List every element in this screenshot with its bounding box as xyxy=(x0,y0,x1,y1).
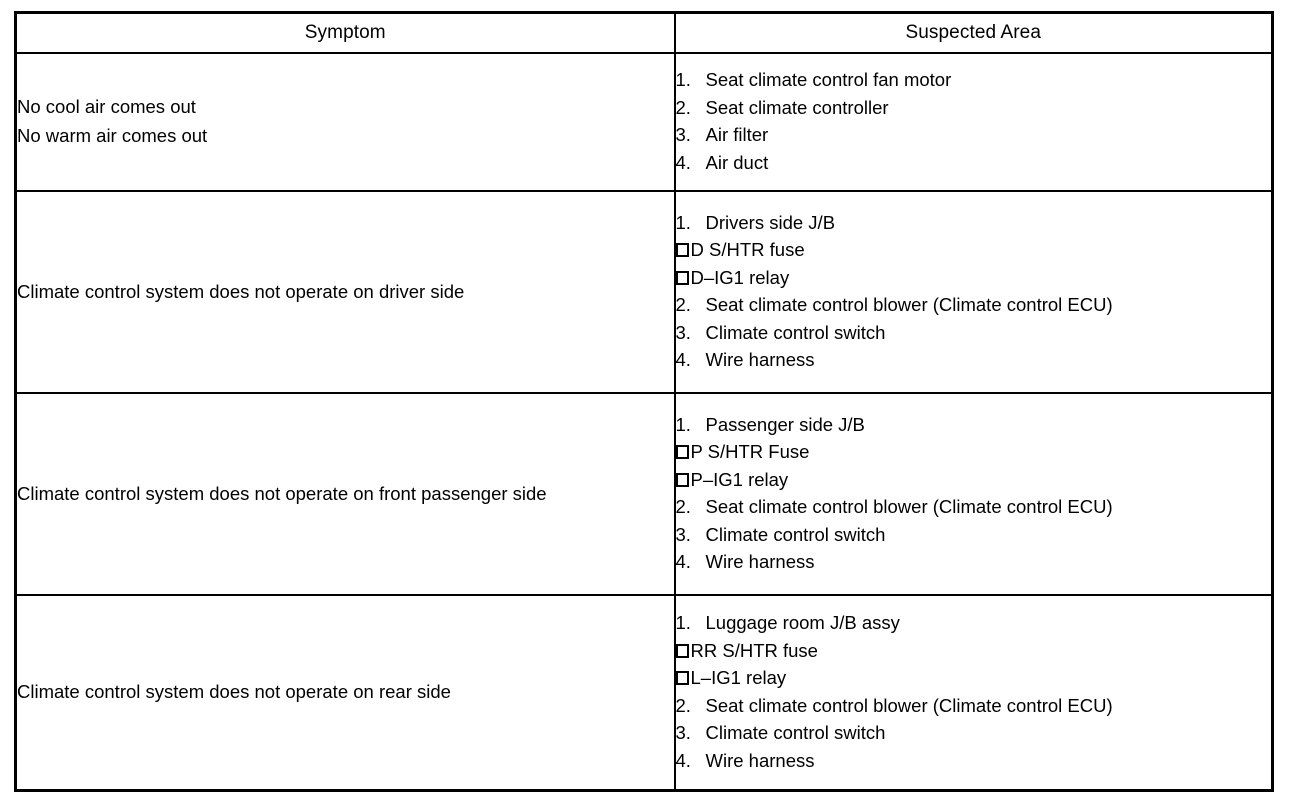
item-text: Air duct xyxy=(705,151,769,173)
suspected-area-cell: 1. Luggage room J/B assy RR S/HTR fuse L… xyxy=(673,594,1274,792)
item-text: Passenger side J/B xyxy=(705,413,865,435)
symptom-line: Climate control system does not operate … xyxy=(17,482,547,504)
list-item: D–IG1 relay xyxy=(675,265,1272,293)
item-text: Climate control switch xyxy=(705,321,886,343)
suspected-area-cell: 1. Seat climate control fan motor 2. Sea… xyxy=(673,52,1274,192)
list-item: 4. Air duct xyxy=(676,150,1272,178)
item-marker: 2. xyxy=(675,694,691,716)
symptom-suspected-area-table: Symptom Suspected Area No cool air comes… xyxy=(14,11,1274,792)
missing-glyph-box-icon xyxy=(675,470,691,489)
table-row: Climate control system does not operate … xyxy=(14,594,1274,792)
item-text: Seat climate control fan motor xyxy=(705,69,952,90)
table-row: Climate control system does not operate … xyxy=(14,392,1274,596)
item-text: Seat climate control blower (Climate con… xyxy=(705,694,1113,716)
item-marker: 4. xyxy=(675,349,691,370)
missing-glyph-box-icon xyxy=(675,268,691,287)
item-text: Luggage room J/B assy xyxy=(705,612,900,633)
suspected-area-list: 1. Passenger side J/B P S/HTR Fuse P–IG1… xyxy=(675,412,1272,577)
item-text: P S/HTR Fuse xyxy=(690,441,810,462)
item-marker: 3. xyxy=(675,321,691,343)
item-marker: 1. xyxy=(675,612,691,633)
symptom-line: No warm air comes out xyxy=(17,125,208,146)
item-text: Drivers side J/B xyxy=(705,211,836,233)
suspected-area-cell: 1. Passenger side J/B P S/HTR Fuse P–IG1… xyxy=(673,392,1274,596)
list-item: 4. Wire harness xyxy=(676,748,1272,776)
item-marker: 3. xyxy=(675,124,691,145)
item-text: Air filter xyxy=(705,124,769,145)
item-marker: 3. xyxy=(675,722,691,743)
suspected-area-list: 1. Drivers side J/B D S/HTR fuse D–IG1 r… xyxy=(675,210,1272,375)
missing-glyph-box-icon xyxy=(675,641,691,660)
list-item: 2. Seat climate control blower (Climate … xyxy=(676,693,1272,721)
list-item: 1. Passenger side J/B xyxy=(676,412,1272,440)
item-text: Seat climate controller xyxy=(705,96,889,118)
item-text: L–IG1 relay xyxy=(690,667,787,688)
suspected-area-list: 1. Seat climate control fan motor 2. Sea… xyxy=(676,67,1272,177)
symptom-cell: Climate control system does not operate … xyxy=(14,392,676,596)
item-marker: 2. xyxy=(675,96,691,118)
missing-glyph-box-icon xyxy=(675,442,691,461)
table-row: Climate control system does not operate … xyxy=(14,190,1274,394)
item-marker: 4. xyxy=(675,749,691,771)
item-marker: 4. xyxy=(675,551,691,572)
list-item: 2. Seat climate control blower (Climate … xyxy=(676,292,1272,320)
item-text: RR S/HTR fuse xyxy=(690,639,818,661)
item-marker: 1. xyxy=(675,69,691,90)
symptom-line: No cool air comes out xyxy=(17,96,196,118)
item-text: D S/HTR fuse xyxy=(690,239,805,260)
suspected-area-cell: 1. Drivers side J/B D S/HTR fuse D–IG1 r… xyxy=(673,190,1274,394)
symptom-cell: No cool air comes out No warm air comes … xyxy=(14,52,676,192)
table-row: No cool air comes out No warm air comes … xyxy=(14,52,1274,192)
item-marker: 1. xyxy=(675,211,691,233)
column-header-suspected-area: Suspected Area xyxy=(673,11,1274,54)
list-item: 2. Seat climate control blower (Climate … xyxy=(676,494,1272,522)
list-item: 2. Seat climate controller xyxy=(676,95,1272,123)
list-item: P–IG1 relay xyxy=(675,467,1272,495)
list-item: 3. Climate control switch xyxy=(676,720,1272,748)
list-item: P S/HTR Fuse xyxy=(675,439,1272,467)
list-item: 3. Air filter xyxy=(676,122,1272,150)
item-marker: 3. xyxy=(675,523,691,545)
list-item: 1. Seat climate control fan motor xyxy=(676,67,1272,95)
item-text: Seat climate control blower (Climate con… xyxy=(705,294,1113,315)
missing-glyph-box-icon xyxy=(675,668,691,687)
list-item: 3. Climate control switch xyxy=(676,522,1272,550)
header-row: Symptom Suspected Area xyxy=(14,11,1274,54)
list-item: RR S/HTR fuse xyxy=(675,638,1272,666)
symptom-line: Climate control system does not operate … xyxy=(17,681,451,703)
item-text: D–IG1 relay xyxy=(690,266,790,288)
list-item: 4. Wire harness xyxy=(676,347,1272,375)
table-body: No cool air comes out No warm air comes … xyxy=(14,52,1274,792)
item-marker: 2. xyxy=(675,496,691,517)
item-text: Wire harness xyxy=(705,349,815,370)
column-header-symptom: Symptom xyxy=(14,11,676,54)
item-text: Climate control switch xyxy=(705,523,886,545)
table-header: Symptom Suspected Area xyxy=(14,11,1274,54)
item-text: P–IG1 relay xyxy=(690,468,789,490)
item-text: Seat climate control blower (Climate con… xyxy=(705,496,1113,517)
item-marker: 1. xyxy=(675,413,691,435)
list-item: 3. Climate control switch xyxy=(676,320,1272,348)
symptom-line: Climate control system does not operate … xyxy=(17,280,465,302)
item-marker: 4. xyxy=(675,151,691,173)
item-text: Wire harness xyxy=(705,749,815,771)
list-item: D S/HTR fuse xyxy=(675,237,1272,265)
symptom-cell: Climate control system does not operate … xyxy=(14,594,676,792)
item-text: Wire harness xyxy=(705,551,815,572)
missing-glyph-box-icon xyxy=(675,240,691,259)
list-item: L–IG1 relay xyxy=(675,665,1272,693)
symptom-cell: Climate control system does not operate … xyxy=(14,190,676,394)
suspected-area-list: 1. Luggage room J/B assy RR S/HTR fuse L… xyxy=(675,610,1272,776)
item-text: Climate control switch xyxy=(705,722,886,743)
list-item: 4. Wire harness xyxy=(676,549,1272,577)
list-item: 1. Drivers side J/B xyxy=(676,210,1272,238)
item-marker: 2. xyxy=(675,294,691,315)
list-item: 1. Luggage room J/B assy xyxy=(676,610,1272,638)
